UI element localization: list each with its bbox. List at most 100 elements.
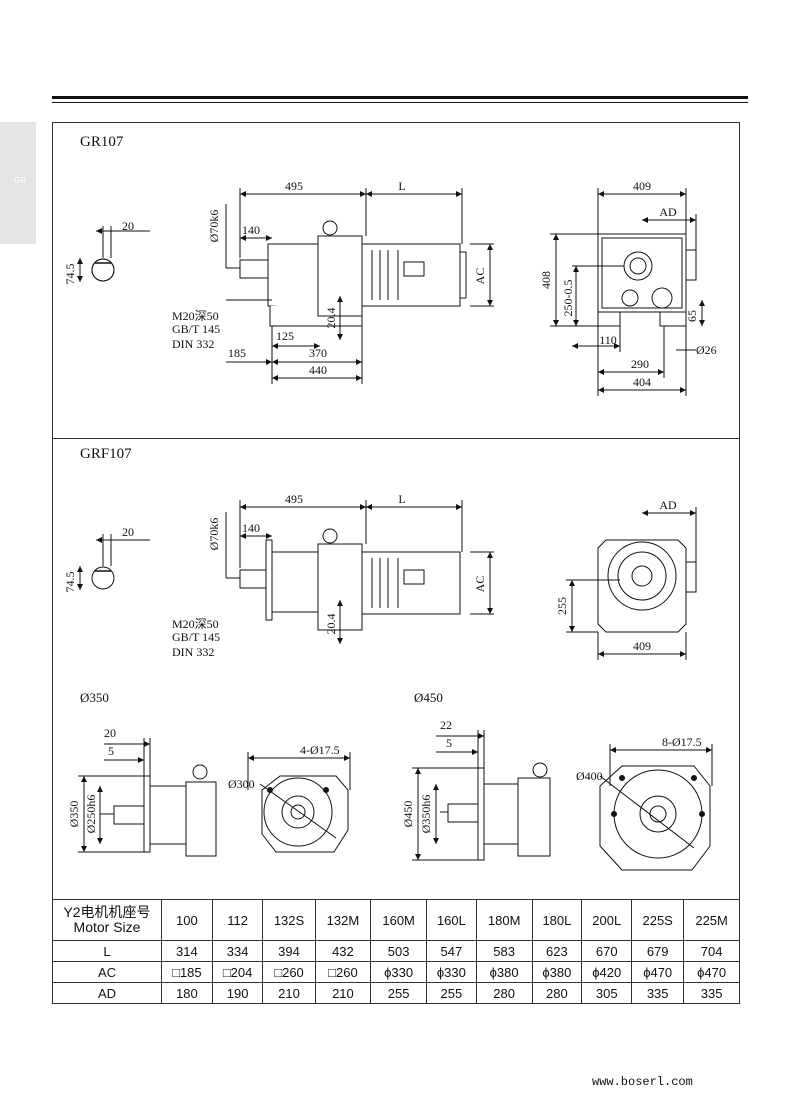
dim-gr-495: 495 — [285, 179, 303, 193]
table-cell: ϕ470 — [631, 961, 685, 983]
footer-url: www.boserl.com — [592, 1075, 693, 1089]
dim-f350-20: 20 — [104, 726, 116, 740]
table-cell: ϕ380 — [475, 961, 533, 983]
size-cell: 160L — [425, 899, 477, 941]
grf-note-1: M20深50 — [172, 617, 219, 631]
grf-note-3: DIN 332 — [172, 645, 214, 659]
grf107-title: GRF107 — [80, 446, 132, 462]
dim-grf-204: 20.4 — [324, 614, 338, 635]
dim-f450-450: Ø450 — [401, 801, 415, 828]
flange-dimension-labels: 20 5 Ø350 Ø250h6 Ø300 4-Ø17.5 22 5 Ø450 … — [67, 718, 702, 833]
grf107-dimension-labels: 20 74.5 495 L Ø70k6 140 AC 20.4 M20深50 G… — [63, 492, 677, 659]
table-cell: 432 — [314, 940, 372, 962]
table-cell: 623 — [531, 940, 583, 962]
grf-note-2: GB/T 145 — [172, 630, 220, 644]
dim-f450-5: 5 — [446, 736, 452, 750]
size-cell: 225M — [683, 899, 740, 941]
size-cell: 180L — [531, 899, 583, 941]
row-label: AC — [52, 961, 162, 983]
grf107-end-view — [566, 507, 697, 660]
dim-gr-409: 409 — [633, 179, 651, 193]
size-cell: 112 — [211, 899, 264, 941]
dim-grf-AD: AD — [659, 498, 677, 512]
size-cell: 100 — [161, 899, 213, 941]
table-cell: 583 — [475, 940, 533, 962]
table-cell: □204 — [211, 961, 264, 983]
dim-gr-L: L — [398, 179, 405, 193]
table-cell: 334 — [211, 940, 264, 962]
flange350-side-view — [78, 738, 217, 857]
dim-gr-AD: AD — [659, 205, 677, 219]
dim-f350-holes: 4-Ø17.5 — [300, 743, 340, 757]
table-cell: ϕ330 — [425, 961, 477, 983]
table-cell: 394 — [262, 940, 316, 962]
table-cell: ϕ420 — [581, 961, 633, 983]
dim-grf-409: 409 — [633, 639, 651, 653]
size-cell: 200L — [581, 899, 633, 941]
size-cell: 132M — [314, 899, 372, 941]
table-cell: ϕ380 — [531, 961, 583, 983]
dim-gr-250: 250-0.5 — [561, 280, 575, 317]
flange450-end-view — [599, 744, 713, 871]
table-cell: 314 — [161, 940, 213, 962]
dim-gr-745: 74.5 — [63, 264, 77, 285]
motor-size-table: Y2电机机座号 Motor Size 100 112 132S 132M 160… — [52, 899, 740, 1004]
dim-gr-AC: AC — [473, 268, 487, 285]
dim-f450-350: Ø350h6 — [419, 795, 433, 834]
header-cn: Y2电机机座号 — [63, 904, 151, 920]
flange350-end-view — [247, 752, 351, 853]
side-tab-label: GR — [14, 176, 26, 185]
dim-gr-70: Ø70k6 — [207, 210, 221, 243]
table-row-L: L 314 334 394 432 503 547 583 623 670 67… — [52, 940, 740, 962]
dim-gr-20: 20 — [122, 219, 134, 233]
dim-gr-204: 20.4 — [324, 308, 338, 329]
dim-gr-404: 404 — [633, 375, 651, 389]
dim-grf-255: 255 — [555, 597, 569, 615]
table-cell: 670 — [581, 940, 633, 962]
table-cell: ϕ470 — [683, 961, 740, 983]
dim-f450-400: Ø400 — [576, 769, 603, 783]
dim-grf-495: 495 — [285, 492, 303, 506]
table-cell: 305 — [581, 982, 633, 1004]
dim-grf-745: 74.5 — [63, 572, 77, 593]
dim-grf-140: 140 — [242, 521, 260, 535]
dim-grf-70: Ø70k6 — [207, 518, 221, 551]
flange450-side-view — [412, 730, 551, 861]
dim-gr-65: 65 — [685, 310, 699, 322]
dim-f350-5: 5 — [108, 744, 114, 758]
table-cell: ϕ330 — [370, 961, 427, 983]
grf107-side-view — [225, 500, 494, 644]
dim-gr-26: Ø26 — [696, 343, 717, 357]
dim-f450-holes: 8-Ø17.5 — [662, 735, 702, 749]
table-cell: 547 — [425, 940, 477, 962]
row-label: AD — [52, 982, 162, 1004]
table-header-row: Y2电机机座号 Motor Size 100 112 132S 132M 160… — [52, 899, 740, 941]
table-row-AD: AD 180 190 210 210 255 255 280 280 305 3… — [52, 982, 740, 1004]
row-label: L — [52, 940, 162, 962]
gr107-shaft-section — [77, 226, 150, 282]
dim-f450-22: 22 — [440, 718, 452, 732]
header-en: Motor Size — [73, 919, 141, 935]
dim-gr-408: 408 — [539, 271, 553, 289]
size-cell: 132S — [262, 899, 316, 941]
gr107-side-view — [225, 188, 494, 384]
dim-gr-125: 125 — [276, 329, 294, 343]
table-cell: 335 — [683, 982, 740, 1004]
section-divider — [52, 438, 740, 439]
dim-f350-250: Ø250h6 — [84, 795, 98, 834]
table-cell: 280 — [475, 982, 533, 1004]
dim-gr-185: 185 — [228, 346, 246, 360]
table-cell: 704 — [683, 940, 740, 962]
gr-note-3: DIN 332 — [172, 337, 214, 351]
gr107-end-view — [550, 188, 705, 396]
flange350-title: Ø350 — [80, 690, 109, 705]
table-cell: 503 — [370, 940, 427, 962]
table-cell: 280 — [531, 982, 583, 1004]
table-cell: 190 — [211, 982, 264, 1004]
dim-gr-370: 370 — [309, 346, 327, 360]
gr107-dimension-labels: 20 74.5 495 L Ø70k6 140 AC 20.4 125 185 … — [63, 179, 717, 389]
size-cell: 160M — [370, 899, 427, 941]
dim-gr-140: 140 — [242, 223, 260, 237]
dim-gr-110: 110 — [599, 333, 617, 347]
table-cell: 255 — [425, 982, 477, 1004]
